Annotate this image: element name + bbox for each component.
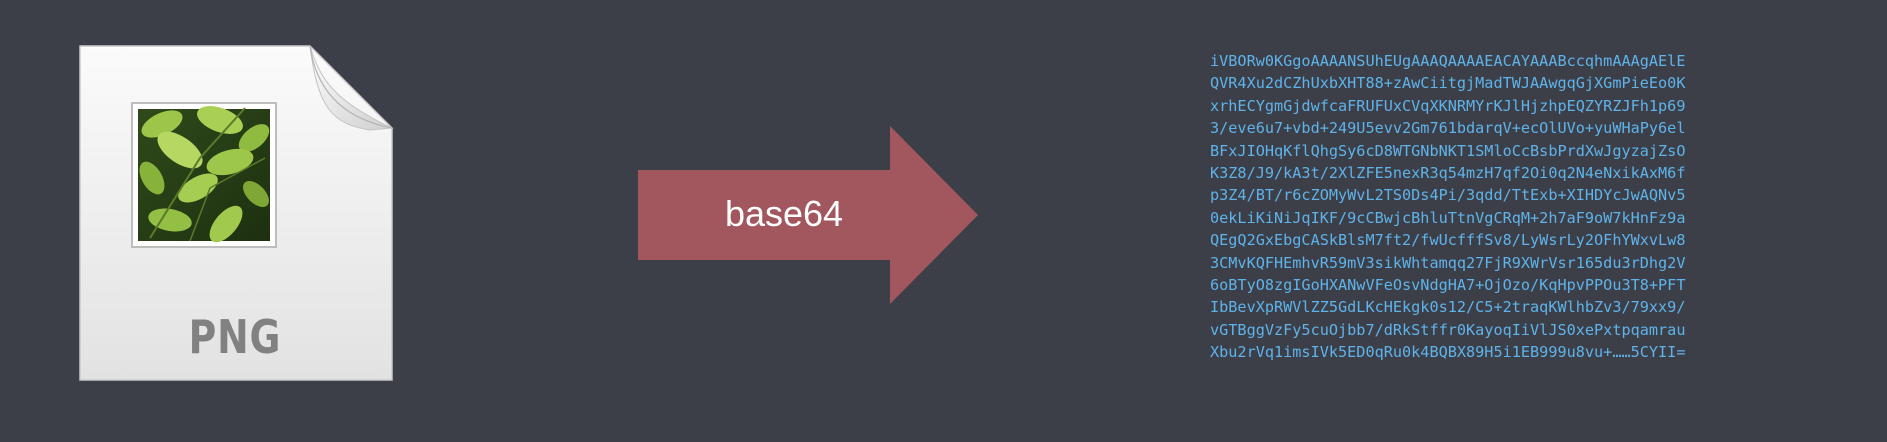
base64-line: p3Z4/BT/r6cZOMyWvL2TS0Ds4Pi/3qdd/TtExb+X… <box>1210 186 1686 205</box>
base64-line: 3CMvKQFHEmhvR59mV3sikWhtamqq27FjR9XWrVsr… <box>1210 253 1686 272</box>
base64-line: vGTBggVzFy5cuOjbb7/dRkStffr0KayoqIiVlJS0… <box>1210 320 1686 339</box>
base64-line: K3Z8/J9/kA3t/2XlZFE5nexR3q54mzH7qf2Oi0q2… <box>1210 164 1686 183</box>
base64-line: IbBevXpRWVlZZ5GdLKcHEkgk0s12/C5+2traqKWl… <box>1210 298 1686 317</box>
png-file-icon <box>70 38 400 388</box>
file-type-label: PNG <box>188 310 282 364</box>
arrow-label: base64 <box>724 193 844 234</box>
arrow-shape <box>638 126 978 304</box>
base64-line: iVBORw0KGgoAAAANSUhEUgAAAQAAAAEACAYAAABc… <box>1210 52 1686 70</box>
base64-line: QVR4Xu2dCZhUxbXHT88+zAwCiitgjMadTWJAAwgq… <box>1210 74 1686 93</box>
base64-line: QEgQ2GxEbgCASkBlsM7ft2/fwUcfffSv8/LyWsrL… <box>1210 231 1686 250</box>
base64-line: 0ekLiKiNiJqIKF/9cCBwjcBhluTtnVgCRqM+2h7a… <box>1210 208 1686 227</box>
right-arrow-icon <box>638 126 978 304</box>
base64-output: iVBORw0KGgoAAAANSUhEUgAAAQAAAAEACAYAAABc… <box>1210 50 1810 364</box>
base64-line: 6oBTyO8zgIGoHXANwVFeOsvNdgHA7+OjOzo/KqHp… <box>1210 276 1686 295</box>
base64-line: 3/eve6u7+vbd+249U5evv2Gm761bdarqV+ecOlUV… <box>1210 119 1686 138</box>
base64-line: BFxJIOHqKflQhgSy6cD8WTGNbNKT1SMloCcBsbPr… <box>1210 141 1686 160</box>
base64-line: Xbu2rVq1imsIVk5ED0qRu0k4BQBX89H5i1EB999u… <box>1210 343 1686 362</box>
base64-line: xrhECYgmGjdwfcaFRUFUxCVqXKNRMYrKJlHjzhpE… <box>1210 96 1686 115</box>
